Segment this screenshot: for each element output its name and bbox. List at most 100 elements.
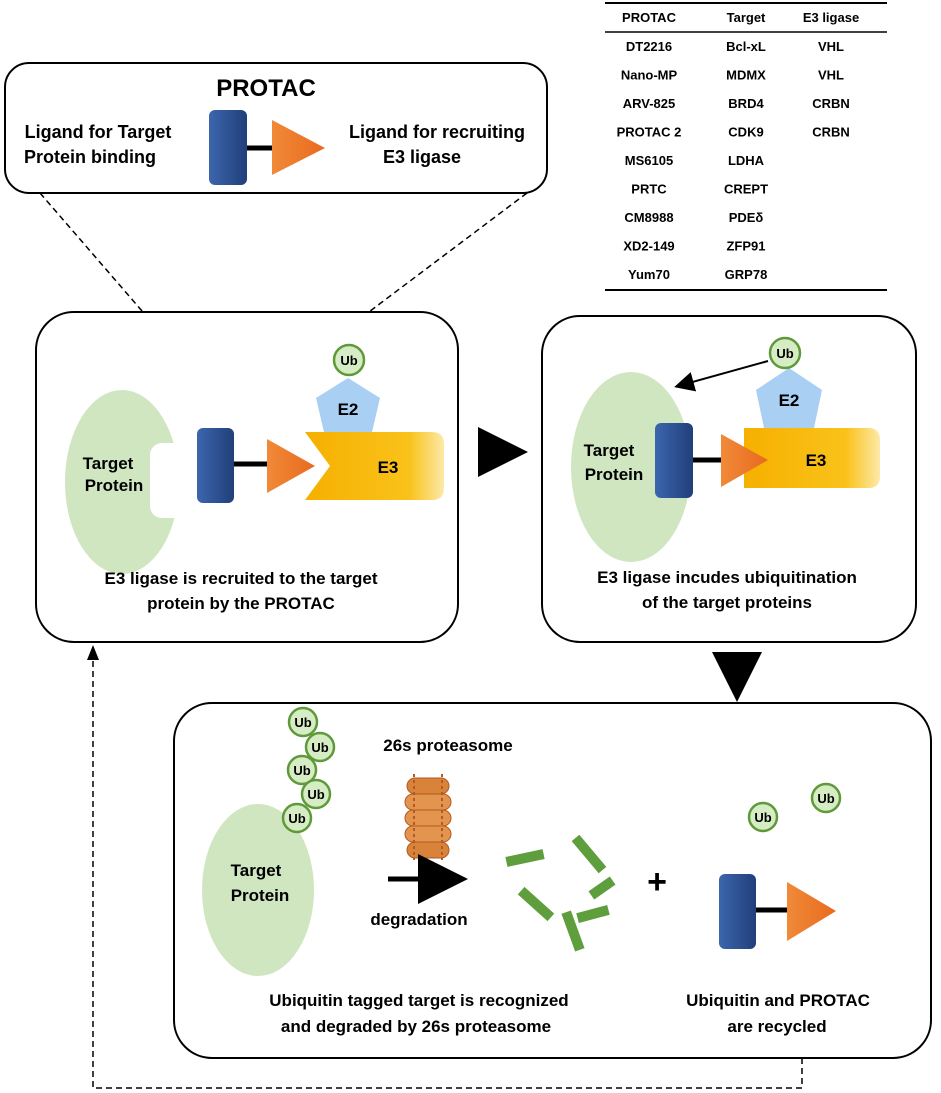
panel1-caption-1: E3 ligase is recruited to the target (104, 569, 377, 588)
panel3-caption-right-2: are recycled (727, 1017, 826, 1036)
ubiquitin-icon (281, 802, 313, 834)
table-cell-protac: Nano-MP (621, 68, 678, 83)
target-protein (202, 804, 314, 976)
e3-ligand-icon (267, 439, 315, 493)
legend-title: PROTAC (216, 75, 316, 102)
panel2-caption-2: of the target proteins (642, 593, 812, 612)
table-cell-target: CREPT (724, 182, 768, 197)
table-cell-e3: CRBN (812, 96, 850, 111)
peptide-fragment (588, 876, 616, 900)
target-ligand-icon (197, 428, 234, 503)
table-cell-protac: MS6105 (625, 153, 673, 168)
table-cell-protac: ARV-825 (623, 96, 676, 111)
panel-degradation: Target Protein Ub Ub Ub Ub Ub 26s protea… (173, 702, 932, 1059)
table-cell-e3: VHL (818, 39, 844, 54)
proteasome-ring (406, 841, 450, 859)
e3-ligand-icon (721, 434, 768, 487)
panel2-caption-1: E3 ligase incudes ubiquitination (597, 568, 857, 587)
peptide-fragment (576, 905, 610, 923)
panel3-caption-right-1: Ubiquitin and PROTAC (686, 991, 870, 1010)
peptide-fragment (505, 849, 545, 867)
ub-label: Ub (817, 791, 834, 806)
ub-label: Ub (776, 346, 793, 361)
degradation-label: degradation (370, 910, 467, 929)
e3-ligase (744, 428, 880, 488)
e3-ligand-icon (787, 882, 836, 941)
target-protein-label-1: Target (584, 441, 635, 460)
target-protein-label-2: Protein (85, 476, 144, 495)
legend-left-label-2: Protein binding (24, 147, 156, 167)
legend-left-label-1: Ligand for Target (25, 122, 172, 142)
proteasome-ring (404, 793, 452, 811)
plus-sign: + (647, 863, 667, 901)
protac-table: PROTAC Target E3 ligase DT2216 Bcl-xL VHL N… (605, 2, 887, 291)
table-cell-protac: DT2216 (626, 39, 672, 54)
target-protein (65, 390, 179, 574)
protac-legend-box: PROTAC Ligand for Target Protein binding… (4, 62, 548, 194)
ubiquitin-icon (768, 336, 802, 370)
proteasome-texture (413, 774, 443, 860)
table-cell-target: GRP78 (725, 267, 768, 282)
table-cell-target: BRD4 (728, 96, 764, 111)
table-cell-target: ZFP91 (726, 239, 765, 254)
ubiquitin-icon (747, 801, 779, 833)
ub-label: Ub (311, 740, 328, 755)
target-protein-label-2: Protein (231, 886, 290, 905)
table-cell-protac: Yum70 (628, 267, 670, 282)
panel-ubiquitination: Target Protein E3 E2 Ub E3 ligase incude… (541, 315, 917, 643)
e3-label: E3 (378, 458, 399, 477)
binding-pocket (150, 443, 194, 518)
recycle-arrowhead (87, 645, 99, 660)
ub-transfer-arrow (674, 360, 769, 392)
peptide-fragments (505, 834, 616, 952)
ubiquitin-icon (810, 782, 842, 814)
ub-label: Ub (293, 763, 310, 778)
ubiquitin-icon (332, 343, 366, 377)
legend-right-label-1: Ligand for recruiting (349, 122, 525, 142)
table-cell-target: LDHA (728, 153, 765, 168)
panel-recruitment: Target Protein E3 E2 Ub E3 ligase is rec… (35, 311, 459, 643)
e2-label: E2 (338, 400, 359, 419)
table-header-e3: E3 ligase (803, 10, 859, 25)
panel3-caption-left-1: Ubiquitin tagged target is recognized (269, 991, 568, 1010)
recycle-loop (92, 660, 803, 1089)
ub-label: Ub (307, 787, 324, 802)
ub-label: Ub (340, 353, 357, 368)
target-ligand-icon (209, 110, 247, 185)
panel3-frame (173, 702, 932, 1059)
target-protein-label-1: Target (83, 454, 134, 473)
ubiquitin-icon (287, 706, 319, 738)
table-cell-e3: CRBN (812, 125, 850, 140)
peptide-fragment (517, 886, 555, 922)
polyubiquitin-chain: Ub Ub Ub Ub Ub (281, 706, 336, 834)
target-ligand-icon (655, 423, 693, 498)
table-header-protac: PROTAC (622, 10, 677, 25)
target-protein-label-2: Protein (585, 465, 644, 484)
legend-right-label-2: E3 ligase (383, 147, 461, 167)
target-protein (571, 372, 691, 562)
e2-label: E2 (779, 391, 800, 410)
ub-label: Ub (294, 715, 311, 730)
target-ligand-icon (719, 874, 756, 949)
e2-enzyme (316, 378, 380, 432)
ubiquitin-icon (304, 731, 336, 763)
table-cell-target: Bcl-xL (726, 39, 766, 54)
e2-enzyme (756, 368, 822, 428)
peptide-fragment (571, 834, 607, 874)
ub-label: Ub (754, 810, 771, 825)
target-protein-label-1: Target (231, 861, 282, 880)
panel1-caption-2: protein by the PROTAC (147, 594, 335, 613)
panel3-caption-left-2: and degraded by 26s proteasome (281, 1017, 551, 1036)
table-header-target: Target (727, 10, 766, 25)
e3-label: E3 (806, 451, 827, 470)
table-cell-protac: PROTAC 2 (617, 125, 682, 140)
proteasome-icon (404, 774, 452, 860)
table-cell-protac: CM8988 (624, 210, 673, 225)
zoom-line-right (231, 192, 528, 416)
ubiquitin-icon (300, 778, 332, 810)
peptide-fragment (561, 910, 585, 952)
proteasome-ring (404, 825, 452, 843)
table-cell-protac: PRTC (631, 182, 667, 197)
